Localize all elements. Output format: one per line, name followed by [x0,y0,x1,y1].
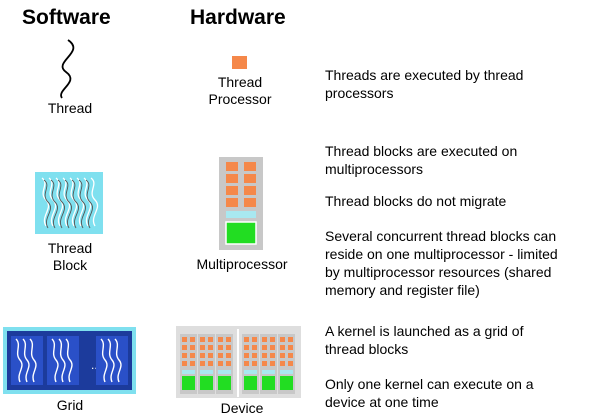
multiprocessor-icon [219,157,263,250]
thread-description: Threads are executed by thread processor… [325,67,524,101]
thread-processor-icon [232,56,247,69]
multiprocessor-label: Multiprocessor [196,256,288,272]
device-icon [176,326,301,398]
grid-label: Grid [56,397,84,413]
block-description-2: Thread blocks do not migrate [325,193,507,209]
thread-block-icon [35,172,103,234]
thread-block-label: Thread Block [47,240,93,273]
thread-processor-label: Thread Processor [208,74,272,107]
grid-block-icon [47,336,79,385]
block-description-1: Thread blocks are executed on multiproce… [325,143,518,177]
thread-label: Thread [47,100,93,116]
device-label: Device [220,400,264,416]
grid-description-1: A kernel is launched as a grid of thread… [325,323,524,357]
hardware-heading: Hardware [190,6,286,29]
grid-block-icon [11,336,43,385]
grid-block-icon [96,336,128,385]
grid-icon: ... [3,327,136,394]
software-heading: Software [22,6,111,29]
thread-wavy-line-icon [60,39,75,99]
grid-description-2: Only one kernel can execute on a device … [325,376,534,410]
block-description-3: Several concurrent thread blocks can res… [325,228,558,298]
